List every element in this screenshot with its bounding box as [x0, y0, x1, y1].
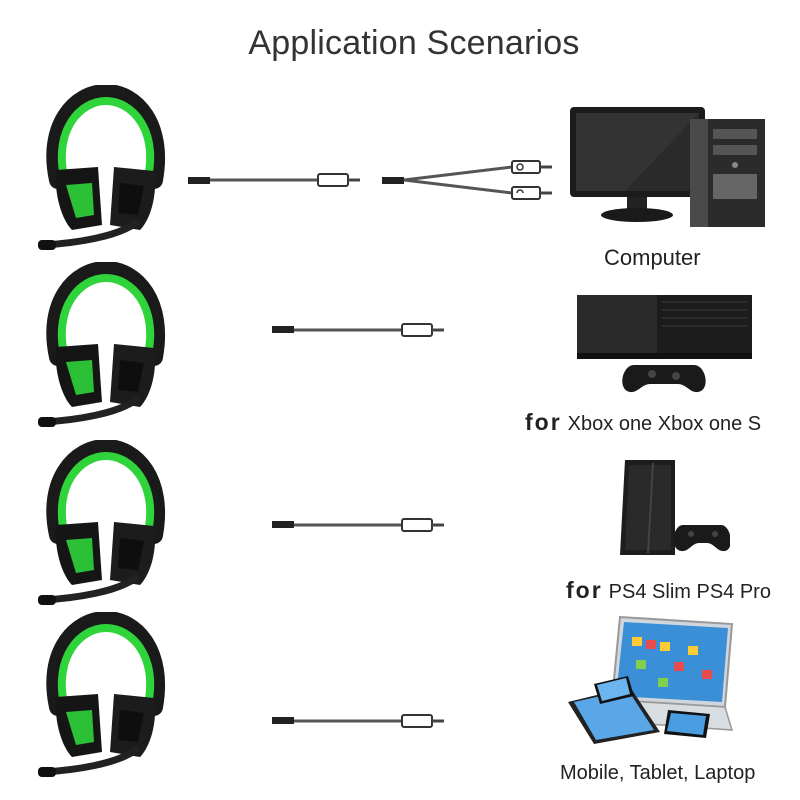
for-prefix: for	[566, 577, 603, 603]
ps4-console-icon	[620, 460, 730, 555]
splitter-cable-icon	[188, 160, 552, 200]
mobile-devices-icon	[568, 615, 734, 744]
for-prefix: for	[525, 409, 562, 435]
scenario-mobile: Mobile, Tablet, Laptop	[0, 612, 800, 792]
page-title: Application Scenarios	[248, 24, 580, 62]
xbox-console-icon	[577, 295, 752, 393]
scenario-label: Computer	[604, 245, 701, 271]
device-name: PS4 Slim PS4 Pro	[608, 581, 771, 603]
device-name: Mobile, Tablet, Laptop	[560, 762, 756, 784]
audio-cable-icon	[272, 714, 444, 728]
device-name: Computer	[604, 245, 701, 270]
audio-cable-icon	[272, 518, 444, 532]
desktop-pc-icon	[570, 107, 765, 227]
device-name: Xbox one Xbox one S	[567, 413, 762, 435]
scenario-computer: Computer	[0, 85, 800, 270]
audio-cable-icon	[272, 323, 444, 337]
scenario-label: Mobile, Tablet, Laptop	[560, 762, 755, 785]
